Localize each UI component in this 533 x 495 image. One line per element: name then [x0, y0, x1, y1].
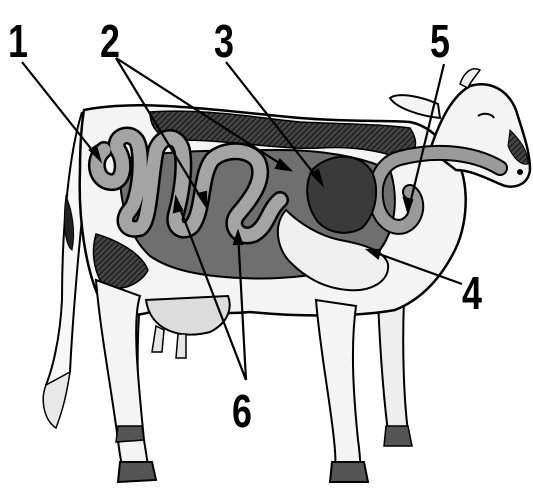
front-hoof — [330, 462, 368, 482]
hind-hoof — [118, 462, 156, 482]
nostril — [517, 169, 523, 175]
hind-hoof-far — [116, 426, 144, 442]
label-3: 3 — [214, 18, 234, 64]
front-leg-far — [378, 300, 408, 432]
label-2: 2 — [100, 18, 120, 64]
front-hoof-far — [384, 426, 412, 446]
rumen — [307, 157, 376, 233]
label-5: 5 — [430, 18, 450, 64]
label-6: 6 — [232, 388, 252, 434]
teat-1 — [152, 326, 164, 352]
front-leg-near — [316, 300, 362, 478]
label-1: 1 — [8, 18, 28, 64]
teat-2 — [176, 334, 186, 358]
label-4: 4 — [462, 270, 482, 316]
